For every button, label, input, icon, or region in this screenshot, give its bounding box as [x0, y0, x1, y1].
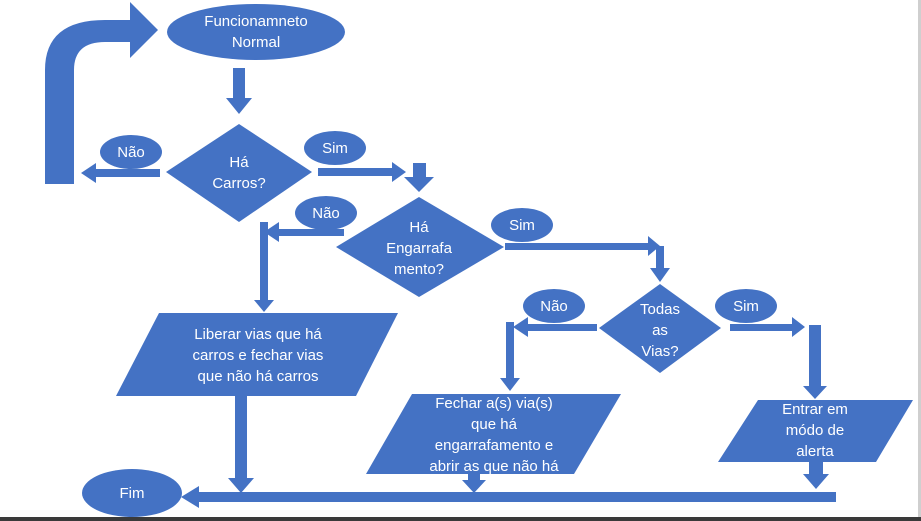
arrow-to-alerta	[803, 325, 827, 399]
arrow-cars-yes	[318, 162, 406, 182]
arrow-to-fechar	[500, 322, 520, 391]
arrow-fechar-to-end	[462, 474, 486, 493]
decision-all-roads	[599, 284, 721, 373]
loop-back-arrow	[45, 2, 158, 184]
arrow-bottom-to-end	[181, 486, 836, 508]
all-roads-yes-pill	[715, 289, 777, 323]
decision-jam	[336, 197, 504, 297]
start-node	[167, 4, 345, 60]
end-node	[82, 469, 182, 517]
process-fechar	[366, 394, 621, 474]
all-roads-no-pill	[523, 289, 585, 323]
arrow-all-roads-yes	[730, 317, 805, 337]
arrow-jam-no	[264, 222, 344, 242]
window-bottom-edge	[0, 517, 921, 521]
jam-no-pill	[295, 196, 357, 230]
arrow-alerta-to-end	[803, 462, 829, 489]
window-right-edge	[918, 0, 921, 521]
arrow-to-liberar	[254, 222, 274, 312]
arrow-all-roads-no	[513, 317, 597, 337]
jam-yes-pill	[491, 208, 553, 242]
cars-no-pill	[100, 135, 162, 169]
cars-yes-pill	[304, 131, 366, 165]
arrow-start-to-cars	[226, 68, 252, 114]
decision-cars	[166, 124, 312, 222]
arrow-liberar-to-end	[228, 396, 254, 493]
process-liberar	[116, 313, 398, 396]
arrow-to-all-roads	[650, 246, 670, 282]
arrow-to-jam	[404, 163, 434, 192]
arrow-cars-no	[81, 163, 160, 183]
process-alerta	[718, 400, 913, 462]
arrow-jam-yes	[505, 236, 660, 256]
